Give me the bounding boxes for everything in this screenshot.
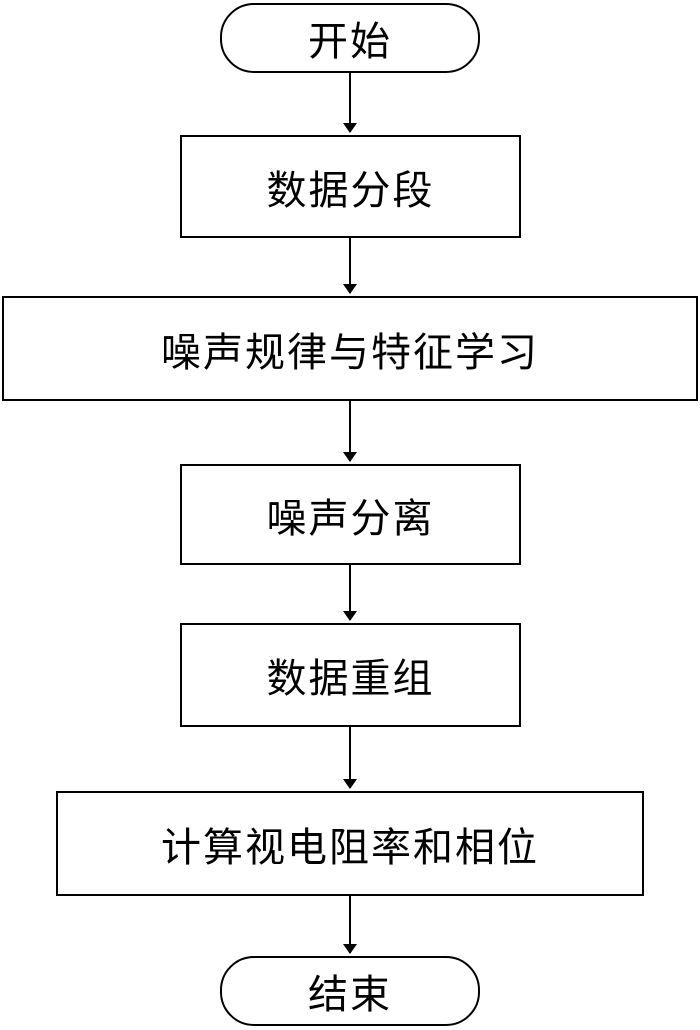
- process-label: 计算视电阻率和相位: [161, 824, 539, 871]
- end-label: 结束: [308, 972, 392, 1018]
- start-node: 开始: [220, 3, 480, 73]
- process-box-learning: 噪声规律与特征学习: [2, 296, 698, 401]
- process-box-reassembly: 数据重组: [180, 623, 521, 727]
- process-label: 噪声分离: [266, 495, 435, 542]
- process-box-compute: 计算视电阻率和相位: [56, 791, 644, 896]
- start-label: 开始: [308, 19, 392, 65]
- end-node: 结束: [220, 956, 480, 1026]
- process-label: 数据重组: [266, 656, 435, 702]
- process-label: 噪声规律与特征学习: [161, 329, 539, 376]
- process-label: 数据分段: [266, 167, 435, 214]
- process-box-segment: 数据分段: [180, 135, 521, 238]
- process-box-separation: 噪声分离: [180, 464, 521, 565]
